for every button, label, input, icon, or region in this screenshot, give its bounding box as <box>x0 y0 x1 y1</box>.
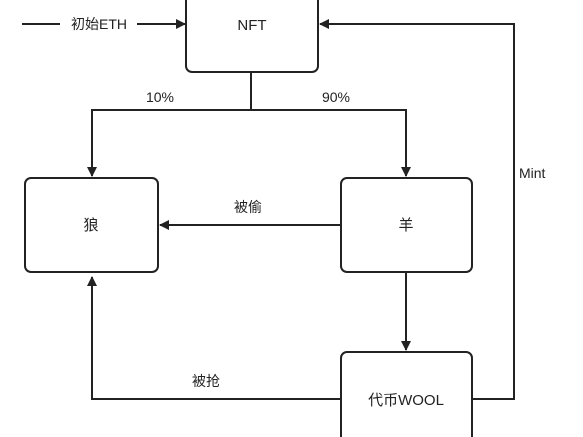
edge-wool-mint-to-nft <box>319 19 515 400</box>
node-wolf: 狼 <box>24 177 159 273</box>
edge-initial-eth-label: 初始ETH <box>71 16 127 32</box>
node-sheep: 羊 <box>340 177 473 273</box>
edge-percent-wolf-label: 10% <box>146 89 174 105</box>
edge-mint-label: Mint <box>519 165 546 181</box>
edge-nft-to-wolf <box>87 109 251 177</box>
node-sheep-label: 羊 <box>398 217 413 234</box>
node-nft-label: NFT <box>237 17 266 34</box>
node-wolf-label: 狼 <box>83 217 98 234</box>
edge-wool-to-wolf <box>87 276 341 400</box>
edge-initial-eth-label-bg <box>60 13 137 35</box>
node-nft: NFT <box>185 0 319 73</box>
edge-stolen-label: 被偷 <box>234 199 262 215</box>
edge-percent-sheep-label: 90% <box>322 89 350 105</box>
edge-nft-to-sheep <box>251 109 411 177</box>
node-sheep-box <box>340 177 473 273</box>
edge-robbed-label: 被抢 <box>192 373 220 389</box>
node-wool-box <box>340 351 473 437</box>
node-wool-label: 代币WOOL <box>368 392 444 409</box>
node-nft-box <box>185 0 319 73</box>
node-wool: 代币WOOL <box>340 351 473 437</box>
node-wolf-box <box>24 177 159 273</box>
